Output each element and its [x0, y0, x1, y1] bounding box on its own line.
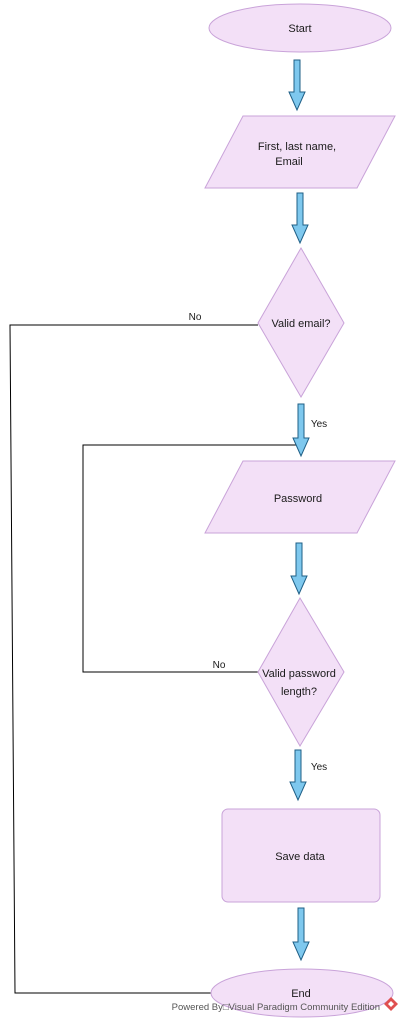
- arrow-3: [292, 403, 310, 458]
- password-no-line: [82, 444, 300, 673]
- valid-password-decision-node[interactable]: [257, 597, 345, 747]
- end-label: End: [291, 988, 311, 1000]
- password-label: Password: [274, 493, 322, 505]
- email-no-label: No: [189, 312, 202, 323]
- end-node[interactable]: [210, 968, 394, 1018]
- password-input-node[interactable]: [204, 460, 396, 534]
- valid-email-label: Valid email?: [271, 318, 330, 330]
- arrow-6: [292, 907, 310, 962]
- password-no-label: No: [213, 660, 226, 671]
- footer-watermark: Powered By□Visual Paradigm Community Edi…: [172, 1002, 380, 1013]
- start-label: Start: [288, 23, 311, 35]
- password-yes-label: Yes: [311, 762, 327, 773]
- name-email-input-node[interactable]: [204, 115, 396, 189]
- save-data-node[interactable]: [221, 808, 381, 903]
- arrow-4: [290, 542, 308, 596]
- name-email-input-label-line2: Email: [275, 156, 303, 168]
- name-email-input-label-line1: First, last name,: [258, 141, 336, 153]
- connector-lines: [9, 324, 300, 994]
- visual-paradigm-logo-icon: [384, 997, 398, 1011]
- valid-password-label-line1: Valid password: [262, 668, 336, 680]
- valid-password-label-line2: length?: [281, 686, 317, 698]
- email-yes-label: Yes: [311, 419, 327, 430]
- arrow-2: [291, 192, 309, 245]
- valid-email-decision-node[interactable]: [257, 246, 345, 398]
- arrow-5: [289, 749, 307, 802]
- email-no-line: [9, 324, 258, 994]
- save-data-label: Save data: [275, 851, 325, 863]
- start-node[interactable]: [208, 3, 392, 53]
- arrow-1: [288, 59, 306, 112]
